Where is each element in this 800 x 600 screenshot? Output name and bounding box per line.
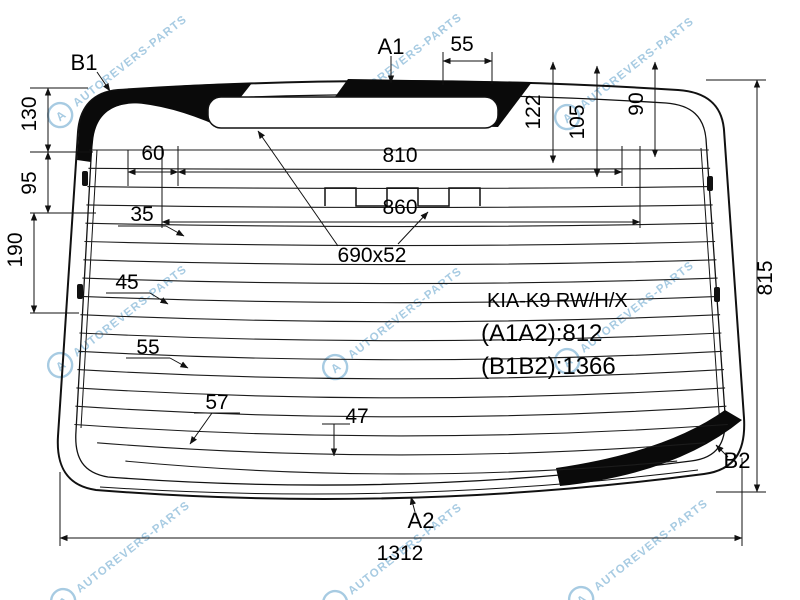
label-point-a2: A2 [408,508,435,533]
dim-label-offset-47: 47 [345,405,368,428]
watermark-logo-icon [46,351,74,379]
dim-offset-45 [106,292,169,305]
dim-label-offset-45: 45 [115,271,138,294]
watermark-logo-icon [49,587,77,600]
defroster-line [83,259,717,266]
defroster-line [78,350,723,361]
dim-label-offset-35: 35 [130,203,153,226]
label-point-a1: A1 [378,34,405,59]
part-dim-a1a2: (A1A2):812 [481,320,602,347]
defroster-line [125,460,678,475]
dim-label-height-815: 815 [754,260,777,295]
dimension-lines [30,52,766,546]
watermark-logo-letter: A [56,593,72,600]
dim-label-right-122: 122 [522,94,545,129]
watermark-logo-letter: A [53,107,69,124]
label-point-b2: B2 [724,448,751,473]
dim-label-right-105: 105 [566,104,589,139]
defroster-line [74,423,728,437]
watermark-logo-icon [553,103,581,131]
dim-label-width-1312: 1312 [377,542,424,565]
watermark: A AUTOREVERS-PARTS [49,499,193,600]
dim-left-extensions [30,87,96,314]
defroster-line [80,314,721,323]
dim-width-1312 [59,458,743,546]
dim-width-810 [177,146,623,186]
part-dim-b1b2: (B1B2):1366 [481,353,616,380]
defroster-line [81,295,719,304]
defroster-line [86,204,713,209]
watermark-logo-icon [321,589,349,600]
watermark: A AUTOREVERS-PARTS [46,13,190,129]
dim-label-width-810: 810 [382,144,417,167]
watermark-text: AUTOREVERS-PARTS [346,265,464,361]
part-name: KIA-K9 RW/H/X [487,290,628,312]
dim-offset-57 [189,412,240,445]
connector-left-lower [77,284,83,299]
frit-bottom-right-band [556,410,742,486]
watermark-logo-letter: A [328,595,344,600]
dim-label-antenna: 690x52 [338,244,407,267]
connector-left-upper [82,171,88,186]
dim-label-offset-57: 57 [205,391,228,414]
antenna-leaders [257,130,429,247]
dim-top-55 [442,52,493,85]
left-bus-bar [80,149,98,429]
watermark-logo-letter: A [328,359,344,376]
defroster-line [97,442,706,456]
defroster-line [79,332,722,342]
dim-height-815 [706,79,766,493]
watermark-logo-letter: A [53,357,69,374]
label-point-b1: B1 [71,50,98,75]
connector-right-lower [714,287,720,302]
dim-label-left-95: 95 [18,171,41,194]
dim-label-width-860: 860 [382,196,417,219]
dim-b2-leader [715,444,729,458]
dim-offset-35 [118,225,185,237]
watermark-text: AUTOREVERS-PARTS [74,499,192,595]
defroster-line [82,277,718,285]
dim-label-offset-60: 60 [141,142,164,165]
dim-label-offset-55: 55 [136,336,159,359]
glass-bottom-contour [99,469,699,495]
watermark-logo-icon [553,347,581,375]
defroster-line [85,222,714,228]
dim-label-right-90: 90 [625,92,648,115]
watermark-text: AUTOREVERS-PARTS [592,497,710,593]
dim-offset-47 [322,423,350,457]
watermark: A AUTOREVERS-PARTS [567,497,711,600]
dim-offset-60 [127,150,179,186]
watermark-logo-icon [567,585,595,600]
frit-top-left-band [77,83,252,162]
dim-width-860 [161,146,641,228]
dim-label-left-130: 130 [18,96,41,131]
defroster-line [76,387,726,399]
connector-right-upper [707,176,713,191]
dim-a2-leader [409,496,417,513]
watermark-logo-letter: A [574,591,590,600]
labels: B1 A1 55 130 95 190 122 105 90 60 810 86… [4,33,777,565]
defroster-line [88,167,711,170]
right-bus-bar [700,147,721,427]
antenna-element [324,187,481,207]
dim-offset-55 [126,357,189,369]
defroster-line [84,240,716,247]
defroster-line [77,369,724,380]
brake-light-window [207,96,499,129]
dim-b1-leader [96,71,111,92]
dim-label-left-190: 190 [4,232,27,267]
defroster-line [75,405,727,418]
dim-label-top-55: 55 [450,33,473,56]
